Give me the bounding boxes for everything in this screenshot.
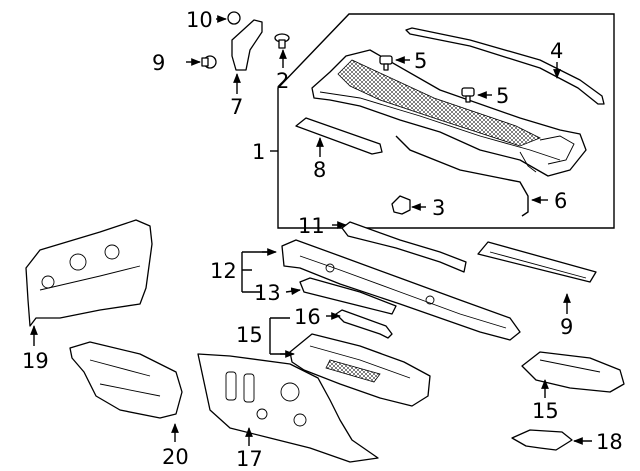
callout-3: 3 — [432, 196, 445, 220]
part-11-grommet — [227, 11, 241, 25]
callout-12: 11 — [298, 214, 325, 238]
part-5-clip-lower — [461, 87, 475, 103]
part-3-clip — [391, 195, 411, 215]
part-12-reinforcement — [341, 221, 467, 273]
part-2-pin — [274, 33, 290, 49]
callout-17: 16 — [294, 305, 321, 329]
part-19-bracket — [511, 429, 573, 451]
callout-8: 8 — [313, 158, 326, 182]
callout-6: 6 — [554, 189, 567, 213]
part-8-seal — [295, 117, 383, 155]
callout-7: 7 — [230, 95, 243, 119]
callout-2: 2 — [276, 69, 289, 93]
part-21-insulator — [69, 341, 183, 419]
leader-14 — [285, 287, 301, 296]
callout-16: 15 — [236, 323, 263, 347]
part-9-cover — [477, 241, 597, 283]
callout-14: 13 — [254, 281, 281, 305]
callout-21: 20 — [162, 445, 189, 469]
part-9-detail — [489, 251, 587, 279]
callout-15: 15 — [532, 399, 559, 423]
callout-13: 12 — [210, 259, 237, 283]
callout-19: 18 — [596, 430, 623, 454]
part-13-plenum — [281, 239, 521, 341]
part-15-duct — [521, 351, 625, 393]
callout-18: 17 — [236, 447, 263, 471]
callout-10: 9 — [152, 51, 165, 75]
part-16-lower-plenum — [289, 333, 431, 407]
callout-20: 19 — [22, 349, 49, 373]
callout-5-lower: 5 — [496, 84, 509, 108]
callout-1: 1 — [252, 140, 265, 164]
part-20-insulator — [25, 219, 153, 327]
callout-11: 10 — [186, 8, 213, 32]
part-5-clip-upper — [379, 55, 393, 71]
leader-13 — [241, 251, 270, 293]
part-6-hose — [395, 135, 529, 217]
part-17-strip — [335, 309, 393, 339]
callout-9: 9 — [560, 315, 573, 339]
part-7-bracket — [231, 19, 263, 71]
assembly-1-outline — [277, 13, 615, 229]
part-14-panel — [299, 277, 397, 315]
part-4-weatherstrip — [405, 27, 605, 105]
part-10-rivet — [201, 55, 217, 69]
callout-4: 4 — [550, 39, 563, 63]
leader-16 — [269, 317, 290, 355]
callout-5-upper: 5 — [414, 49, 427, 73]
part-1-cowl-panel — [311, 49, 587, 177]
part-18-dash-panel — [197, 353, 379, 463]
